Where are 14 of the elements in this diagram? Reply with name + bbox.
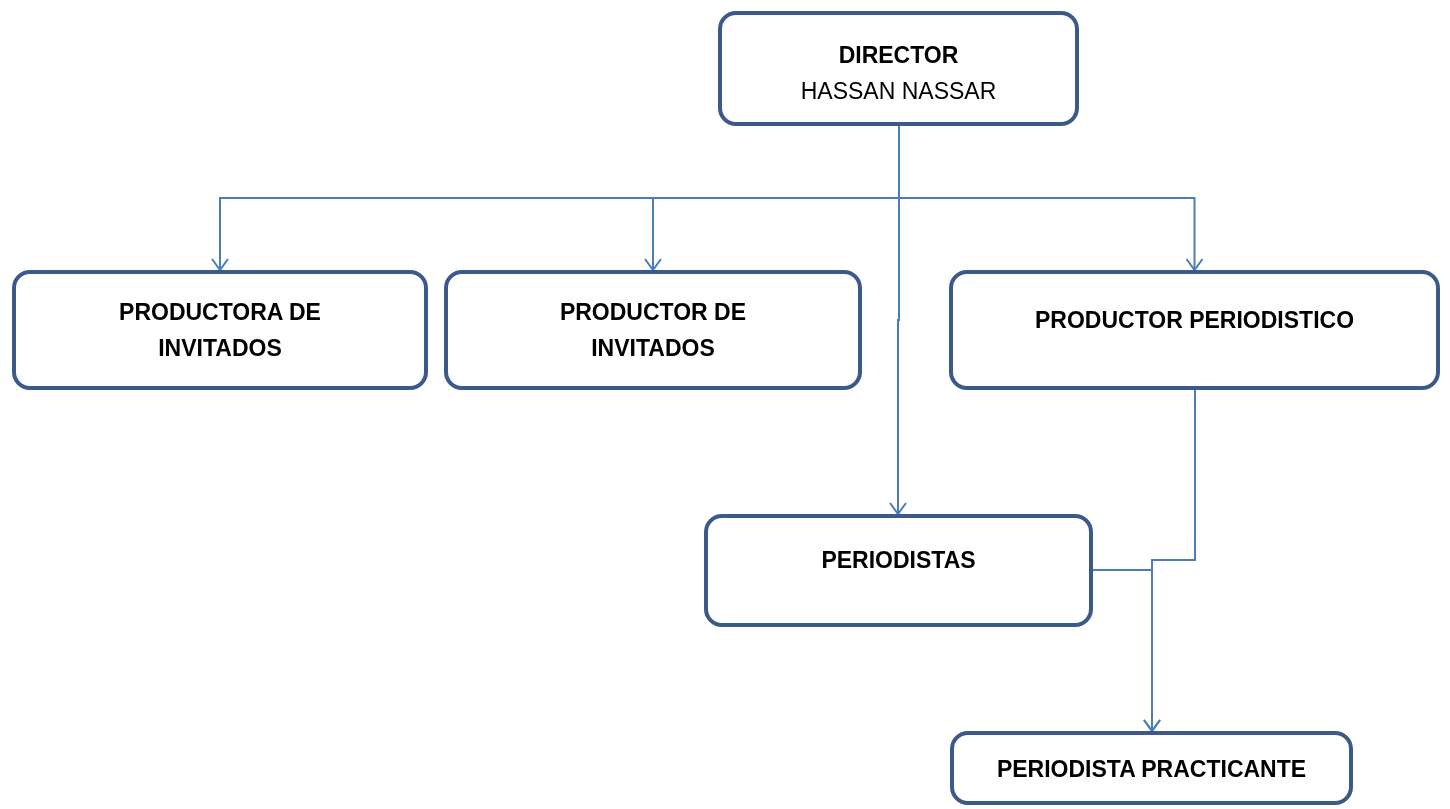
role-box xyxy=(444,270,862,390)
connector-arrow xyxy=(1092,569,1161,732)
role-title: PRODUCTOR PERIODISTICO xyxy=(1034,306,1354,335)
role-box xyxy=(718,11,1079,126)
role-box xyxy=(704,514,1093,627)
role-box xyxy=(949,270,1440,390)
role-box xyxy=(950,731,1353,805)
role-box xyxy=(12,270,428,390)
person-name: HASSAN NASSAR xyxy=(800,77,997,106)
role-title: PERIODISTAS xyxy=(821,546,976,575)
role-title: PRODUCTORA DE INVITADOS xyxy=(118,298,322,363)
role-title: DIRECTOR xyxy=(838,41,959,70)
role-title: PERIODISTA PRACTICANTE xyxy=(996,755,1307,784)
role-title: PRODUCTOR DE INVITADOS xyxy=(558,298,748,363)
